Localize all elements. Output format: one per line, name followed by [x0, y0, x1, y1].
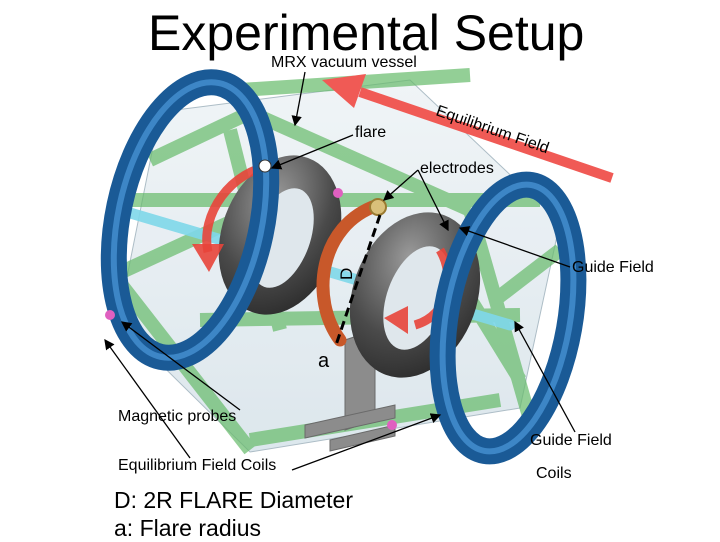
flare-label: flare — [355, 124, 387, 141]
left-coil — [100, 69, 280, 371]
electrodes-label: electrodes — [420, 160, 494, 177]
guide-field-label-bottom: Guide Field — [530, 432, 612, 449]
guide-field-label-top: Guide Field — [572, 259, 654, 276]
leader-lines — [104, 71, 576, 471]
left-field-arrowhead — [192, 244, 224, 272]
vessel-label: MRX vacuum vessel — [271, 54, 417, 71]
equilibrium-field-coils-label: Equilibrium Field Coils — [118, 457, 277, 474]
page-title: Experimental Setup — [148, 5, 585, 61]
magnetic-probes — [105, 159, 397, 430]
diameter-line — [334, 214, 382, 346]
flare-loop — [316, 198, 385, 347]
equilibrium-field-arrowhead — [322, 74, 366, 108]
magnetic-probes-label: Magnetic probes — [118, 408, 237, 425]
right-coil — [429, 171, 587, 465]
legend-diameter: D: 2R FLARE Diameter — [114, 487, 354, 513]
electrode-top — [369, 198, 387, 216]
equilibrium-field-arrow — [358, 87, 614, 183]
legend-radius: a: Flare radius — [114, 515, 262, 541]
radius-label: a — [318, 350, 330, 372]
coils-label: Coils — [536, 465, 572, 482]
right-field-arrowhead — [384, 306, 408, 334]
